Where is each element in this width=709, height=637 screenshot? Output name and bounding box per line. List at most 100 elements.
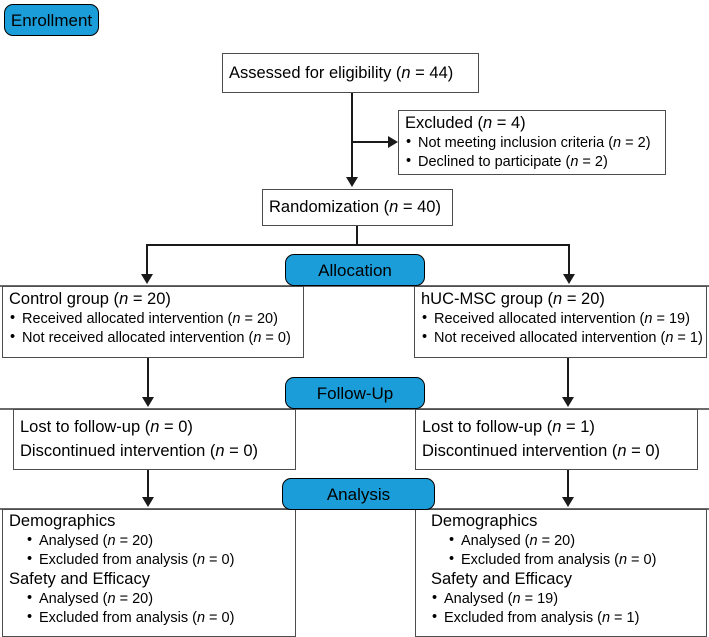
analysis-control-item-before: Analysed ( [39,591,108,608]
phase-label-enrollment: Enrollment [10,10,93,30]
followup-control-line-after: = 0) [224,442,259,461]
analysis-huc-msc-item: Analysed (n = 19) [431,589,700,609]
box-analysis-control: Demographics Analysed (n = 20) Excluded … [2,509,296,637]
connector-to-excluded [351,141,388,143]
analysis-control-heading: Demographics [9,512,116,530]
control-group-item-before: Not received allocated intervention ( [22,329,254,346]
analysis-control-item-n: n [196,610,206,627]
excluded-item-after: = 2) [578,153,608,170]
analysis-control-item: Excluded from analysis (n = 0) [9,550,289,570]
box-randomization: Randomization (n = 40) [262,189,453,226]
excluded-item: Declined to participate (n = 2) [405,152,659,172]
control-group-title-n: n [119,290,129,308]
excluded-item-before: Not meeting inclusion criteria ( [418,134,614,151]
control-group-item-after: = 0) [261,329,291,346]
randomization-text-before: Randomization ( [269,198,390,217]
connector-randomization-split [146,244,570,246]
box-followup-huc-msc: Lost to follow-up (n = 1) Discontinued i… [415,409,698,470]
followup-huc-msc-line-before: Lost to follow-up ( [422,417,553,436]
huc-msc-group-title-n: n [553,290,563,308]
connector-followup-right-to-analysis [567,470,569,498]
followup-huc-msc-line-n: n [552,417,562,436]
connector-control-to-followup [147,358,149,398]
analysis-huc-msc-item-before: Excluded from analysis ( [444,610,602,627]
excluded-item-n: n [570,153,579,170]
followup-huc-msc-line-after: = 1) [561,417,595,436]
analysis-huc-msc-item-n: n [618,551,628,568]
huc-msc-group-title-after: = 20) [562,290,605,308]
analysis-huc-msc-item-n: n [601,610,611,627]
randomization-n-italic: n [389,198,399,217]
analysis-huc-msc-item-before: Excluded from analysis ( [461,551,619,568]
analysis-huc-msc-item: Excluded from analysis (n = 0) [431,550,700,570]
excluded-title: Excluded (n = 4) [405,113,659,134]
followup-control-line-n: n [215,442,225,461]
control-group-item: Not received allocated intervention (n =… [9,328,297,348]
analysis-control-item-before: Excluded from analysis ( [39,551,197,568]
phase-label-followup: Follow-Up [316,383,394,403]
control-group-title: Control group (n = 20) [9,289,297,310]
control-group-title-before: Control group ( [9,290,120,308]
analysis-control-item-after: = 0) [205,610,235,627]
analysis-huc-msc-item: Excluded from analysis (n = 1) [431,608,700,628]
box-huc-msc-group: hUC-MSC group (n = 20) Received allocate… [414,286,707,358]
followup-huc-msc-line: Lost to follow-up (n = 1) [422,417,691,438]
connector-randomization-stem [356,226,358,245]
connector-to-huc-msc-group [568,244,570,276]
analysis-huc-msc-item-n: n [512,591,521,608]
analysis-huc-msc-item-n: n [529,532,538,549]
followup-control-line-before: Lost to follow-up ( [20,417,151,436]
box-control-group: Control group (n = 20) Received allocate… [2,286,304,358]
arrow-into-randomization [346,177,358,187]
analysis-control-item-before: Excluded from analysis ( [39,610,197,627]
arrow-into-followup-left [142,397,154,407]
analysis-control-item: Analysed (n = 20) [9,531,289,551]
connector-followup-left-to-analysis [147,470,149,498]
assessed-n-italic: n [401,63,411,82]
followup-control-line-after: = 0) [159,417,193,436]
excluded-item-after: = 2) [621,134,651,151]
control-group-item-after: = 20) [240,310,278,327]
excluded-title-before: Excluded ( [405,114,483,132]
followup-control-line-before: Discontinued intervention ( [20,442,216,461]
assessed-text: Assessed for eligibility (n = 44) [229,63,453,84]
analysis-control-item-after: = 20) [115,591,154,608]
box-followup-control: Lost to follow-up (n = 0) Discontinued i… [13,409,296,470]
phase-pill-analysis: Analysis [282,478,435,510]
followup-huc-msc-line: Discontinued intervention (n = 0) [422,441,691,462]
analysis-huc-msc-item-after: = 0) [627,551,657,568]
followup-control-line-n: n [150,417,160,436]
analysis-control-item-n: n [196,551,206,568]
assessed-text-after: = 44) [410,63,454,82]
huc-msc-group-item-after: = 19) [652,310,690,327]
excluded-item: Not meeting inclusion criteria (n = 2) [405,133,659,153]
excluded-item-before: Declined to participate ( [418,153,571,170]
followup-control-line: Lost to follow-up (n = 0) [20,417,289,438]
arrow-into-analysis-left [142,497,154,507]
assessed-text-before: Assessed for eligibility ( [229,63,402,82]
huc-msc-group-item-n: n [665,329,674,346]
control-group-item-n: n [232,310,241,327]
analysis-control-item-n: n [107,532,116,549]
analysis-control-item: Excluded from analysis (n = 0) [9,608,289,628]
huc-msc-group-item: Received allocated intervention (n = 19) [421,309,700,329]
control-group-title-after: = 20) [128,290,171,308]
analysis-huc-msc-item: Analysed (n = 20) [431,531,700,551]
arrow-into-control-group [141,274,153,284]
analysis-huc-msc-heading: Safety and Efficacy [431,570,572,589]
analysis-control-item-before: Analysed ( [39,532,108,549]
followup-control-line: Discontinued intervention (n = 0) [20,441,289,462]
arrow-into-excluded [388,136,398,148]
arrow-into-followup-right [562,397,574,407]
analysis-control-item-n: n [107,591,116,608]
huc-msc-group-item-before: Received allocated intervention ( [434,310,645,327]
analysis-control-item-after: = 0) [205,551,235,568]
huc-msc-group-item-after: = 1) [673,329,703,346]
huc-msc-group-title: hUC-MSC group (n = 20) [421,289,700,310]
connector-assessed-to-randomization [351,93,353,177]
randomization-text-after: = 40) [398,198,441,217]
arrow-into-analysis-right [562,497,574,507]
followup-huc-msc-line-n: n [617,442,627,461]
analysis-huc-msc-item-before: Analysed ( [461,532,530,549]
